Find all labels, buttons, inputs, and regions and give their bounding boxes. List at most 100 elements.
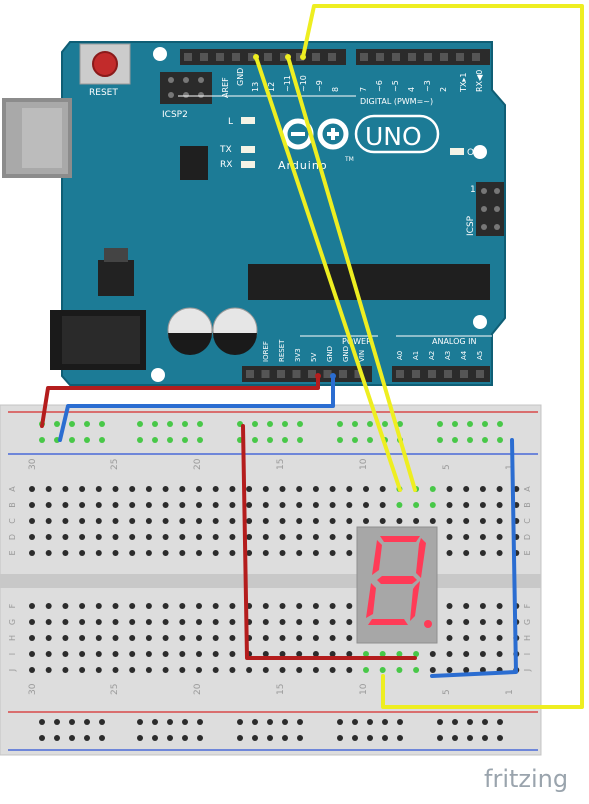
row-letter: A	[8, 486, 17, 492]
breadboard-hole	[479, 502, 486, 508]
breadboard-hole	[367, 421, 373, 427]
breadboard-hole	[196, 619, 202, 625]
breadboard-hole	[346, 667, 353, 673]
breadboard-hole	[346, 603, 353, 609]
breadboard-hole	[29, 550, 35, 556]
breadboard-hole	[84, 735, 90, 741]
breadboard-hole	[129, 635, 136, 641]
breadboard-hole	[397, 719, 403, 725]
breadboard-hole	[84, 719, 90, 725]
breadboard-hole	[45, 603, 52, 609]
header-pin	[323, 370, 332, 378]
breadboard-hole	[145, 635, 152, 641]
breadboard-hole	[145, 518, 152, 524]
wire-yellow-pin10	[301, 4, 584, 709]
digital-pin-label: ~10	[299, 75, 308, 92]
breadboard-hole	[363, 667, 369, 673]
breadboard-hole	[62, 486, 69, 492]
column-number: 20	[193, 683, 203, 695]
breadboard-hole	[329, 635, 336, 641]
header-pin	[444, 370, 452, 378]
breadboard-hole	[279, 603, 286, 609]
header-pin	[339, 370, 347, 378]
breadboard-hole	[437, 437, 443, 443]
header-pin	[292, 370, 301, 378]
breadboard-hole	[279, 550, 286, 556]
header-pin	[184, 53, 192, 61]
breadboard-hole	[413, 651, 420, 657]
breadboard-hole	[145, 603, 152, 609]
breadboard-hole	[452, 437, 458, 443]
header-pin	[277, 370, 285, 378]
breadboard-hole	[312, 619, 319, 625]
column-number: 30	[28, 458, 38, 470]
breadboard-hole	[246, 518, 253, 524]
breadboard-hole	[212, 534, 219, 540]
breadboard-hole	[279, 667, 286, 673]
breadboard-hole	[329, 603, 336, 609]
breadboard-hole	[413, 518, 420, 524]
breadboard-hole	[45, 486, 52, 492]
breadboard-hole	[212, 518, 219, 524]
header-pin	[232, 53, 240, 61]
breadboard-hole	[337, 735, 343, 741]
breadboard-hole	[429, 518, 436, 524]
icsp2-label: ICSP2	[162, 110, 188, 120]
header-pin	[456, 53, 464, 61]
breadboard-hole	[379, 667, 386, 673]
breadboard-hole	[112, 635, 119, 641]
wire-red-rail-to-display	[241, 424, 417, 660]
breadboard-hole	[29, 534, 35, 540]
power-pin-label: 3V3	[294, 348, 302, 362]
breadboard-hole	[145, 502, 152, 508]
breadboard-hole	[396, 502, 403, 508]
breadboard-hole	[446, 651, 453, 657]
breadboard-hole	[262, 619, 269, 625]
breadboard-hole	[152, 719, 158, 725]
breadboard-hole	[162, 550, 169, 556]
breadboard-hole	[346, 534, 353, 540]
breadboard-hole	[79, 635, 86, 641]
breadboard-hole	[29, 635, 35, 641]
atmega-chip	[248, 264, 490, 300]
breadboard-hole	[282, 719, 288, 725]
breadboard-hole	[212, 502, 219, 508]
breadboard-hole	[252, 719, 258, 725]
column-number: 25	[110, 684, 120, 695]
breadboard-hole	[497, 437, 503, 443]
header-pin	[476, 370, 484, 378]
breadboard-hole	[145, 651, 152, 657]
breadboard-hole	[296, 651, 303, 657]
breadboard-hole	[346, 502, 353, 508]
breadboard-hole	[196, 635, 202, 641]
breadboard-hole	[79, 486, 86, 492]
segment-c	[410, 581, 420, 621]
breadboard-hole	[196, 502, 202, 508]
breadboard-hole	[196, 486, 202, 492]
breadboard-hole	[413, 502, 420, 508]
breadboard-hole	[197, 735, 203, 741]
fritzing-watermark: fritzing	[484, 765, 568, 793]
breadboard-hole	[262, 486, 269, 492]
breadboard-hole	[479, 635, 486, 641]
breadboard-hole	[346, 651, 353, 657]
breadboard-hole	[437, 735, 443, 741]
breadboard-hole	[446, 667, 453, 673]
breadboard-hole	[296, 603, 303, 609]
breadboard-hole	[129, 550, 136, 556]
digital-pin-label: 2	[439, 87, 448, 92]
voltage-regulator	[98, 260, 134, 296]
breadboard-hole	[496, 603, 503, 609]
breadboard-hole	[62, 550, 69, 556]
breadboard-hole	[296, 518, 303, 524]
breadboard-hole	[95, 635, 102, 641]
breadboard-hole	[379, 502, 386, 508]
breadboard-hole	[197, 719, 203, 725]
breadboard-hole	[446, 619, 453, 625]
breadboard-hole	[229, 603, 236, 609]
breadboard-hole	[162, 667, 169, 673]
digital-pin-label: 8	[331, 87, 340, 92]
breadboard-hole	[337, 437, 343, 443]
breadboard-hole	[182, 719, 188, 725]
